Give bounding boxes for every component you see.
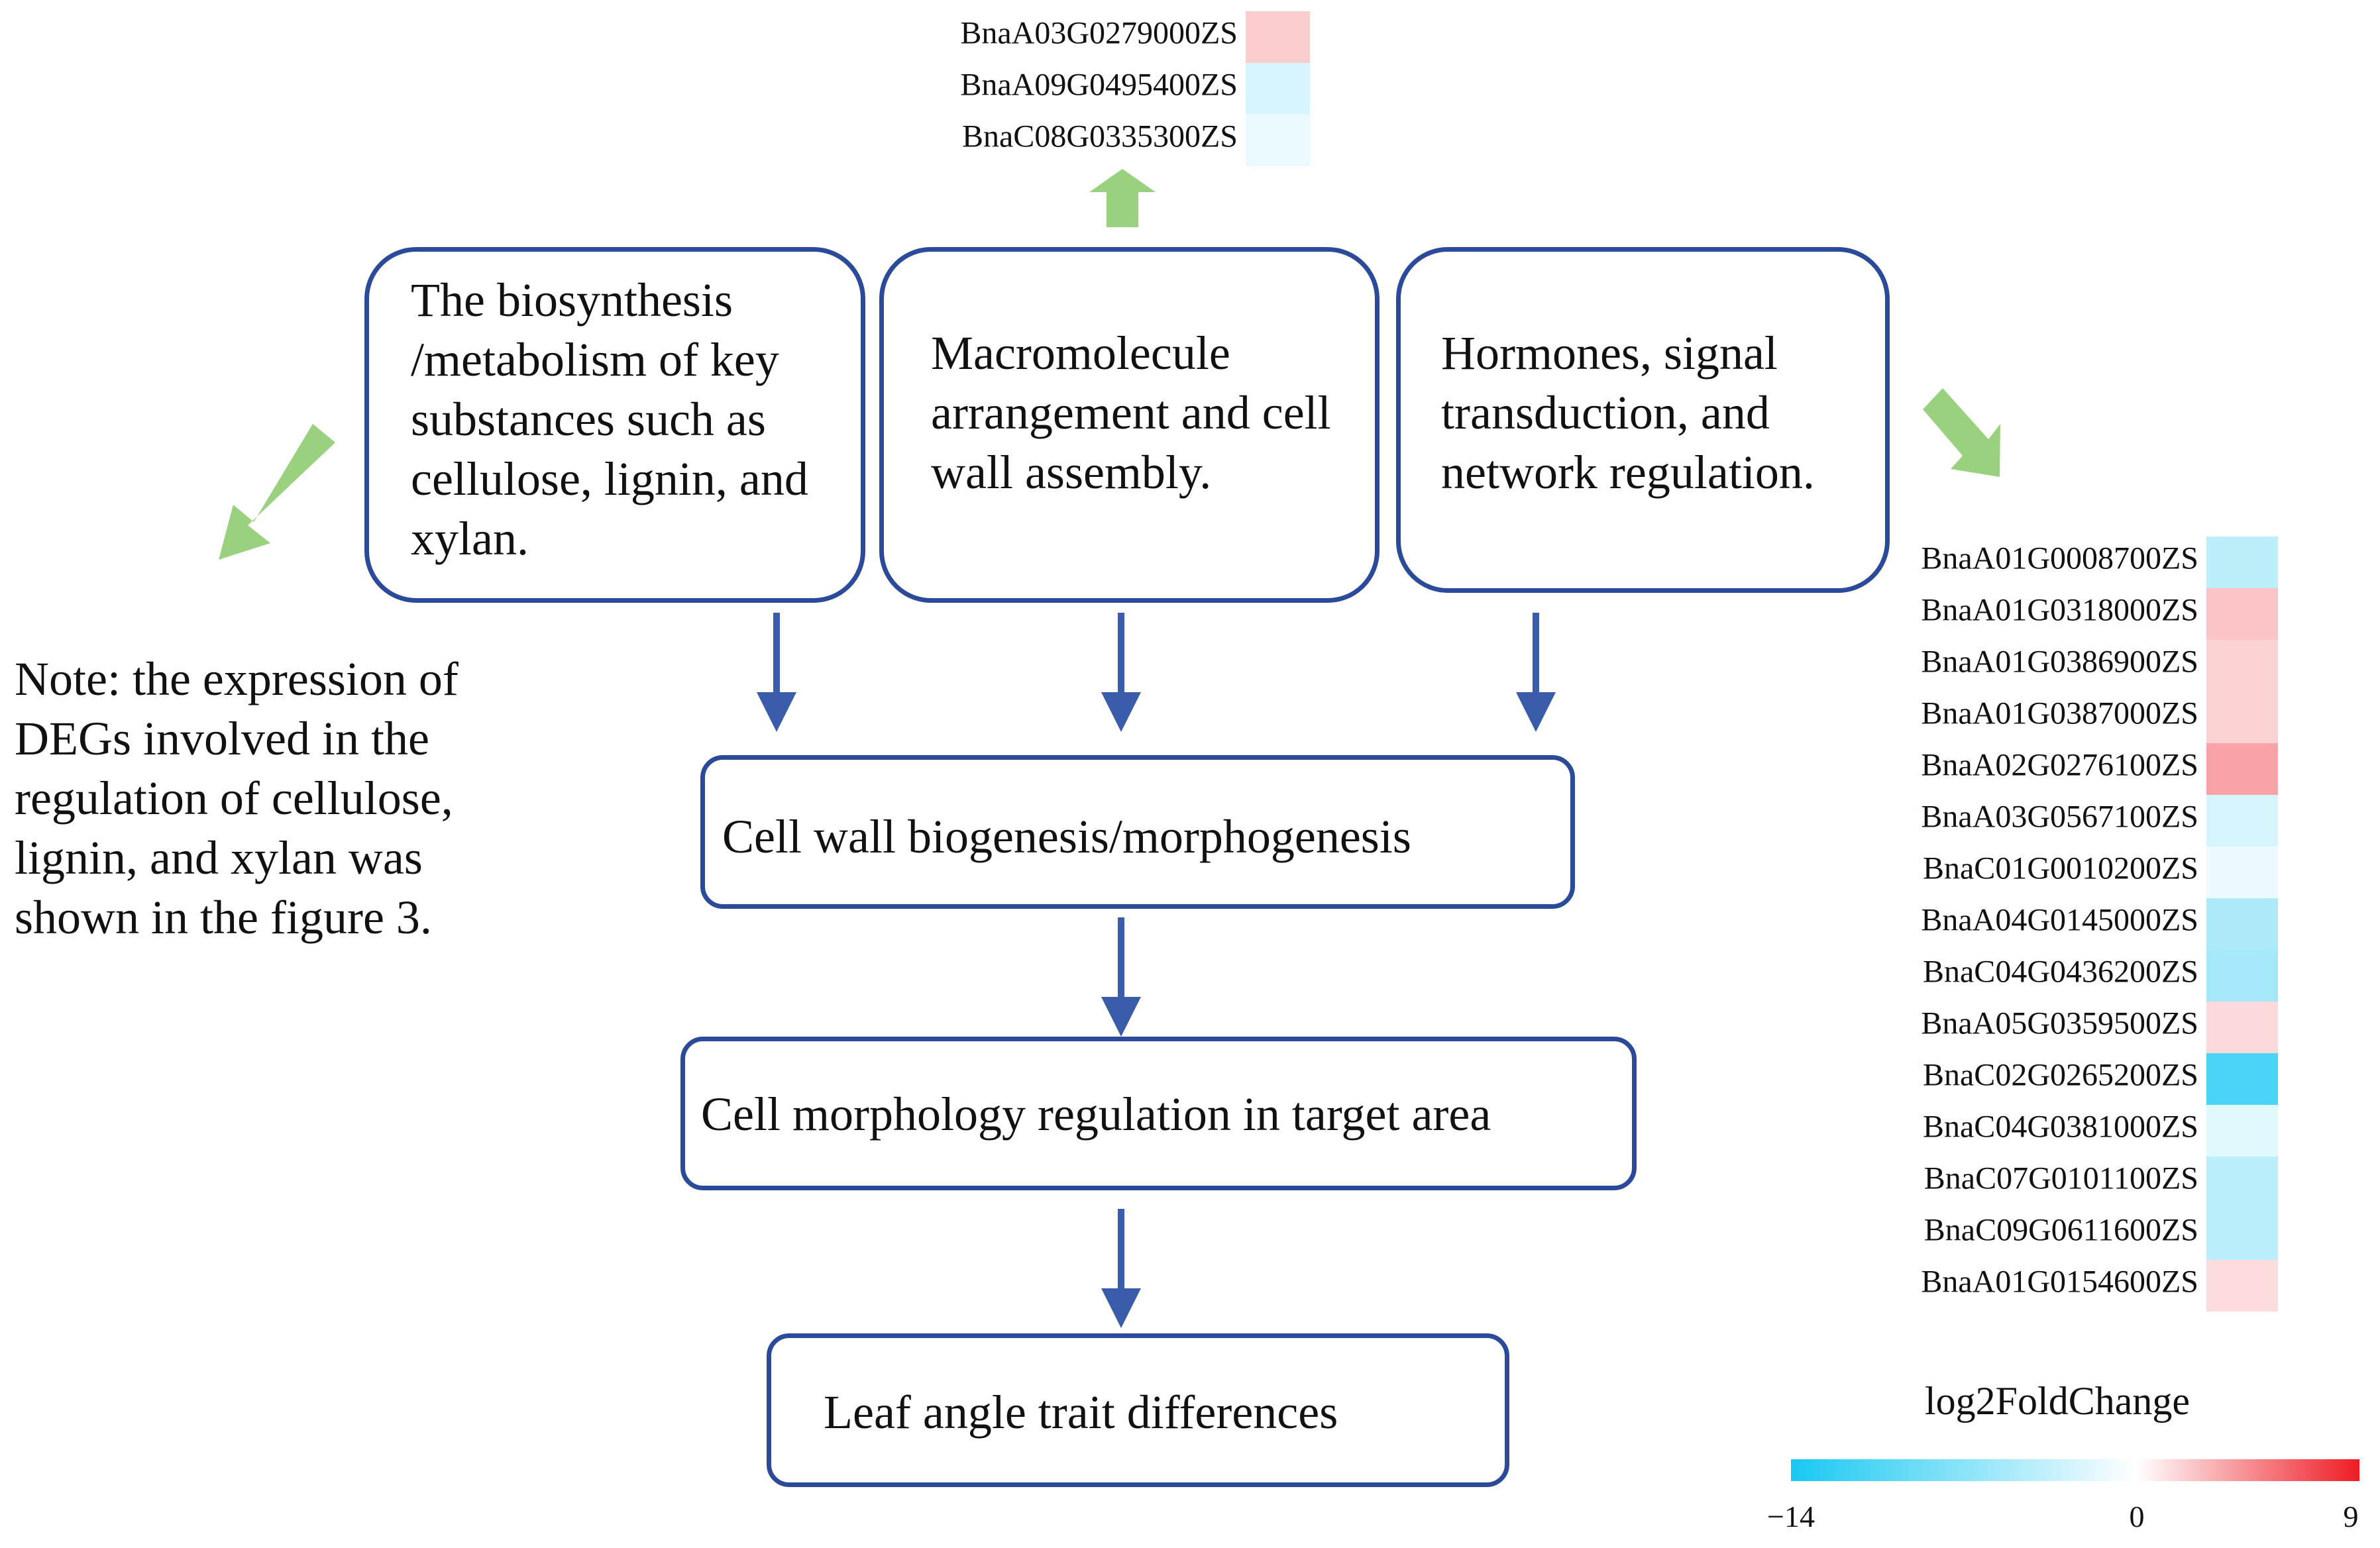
heatmap-cell (2206, 692, 2278, 743)
heatmap-cell (1246, 11, 1310, 63)
heatmap-row-label: BnaC09G0611600ZS (1924, 1212, 2198, 1247)
green-arrow-down-right (1923, 388, 2000, 477)
note-text: Note: the expression of DEGs involved in… (15, 652, 459, 944)
green-arrow-down-left (219, 424, 335, 560)
box-hormones (1396, 247, 1890, 593)
heatmap-cell (2206, 898, 2278, 950)
heatmap-cell (2206, 537, 2278, 588)
box-macromolecule-text: Macromolecule arrangement and cell wall … (931, 327, 1331, 499)
heatmap-row-label: BnaA04G0145000ZS (1921, 902, 2198, 937)
heatmap-cell (2206, 1157, 2278, 1208)
heatmap-cell (1246, 63, 1310, 115)
box-cell-wall-biogenesis (700, 755, 1575, 909)
box-leaf-angle (767, 1333, 1509, 1487)
legend-color-bar (1791, 1459, 2359, 1481)
heatmap-row-label: BnaC08G0335300ZS (962, 119, 1238, 154)
heatmap-row-label: BnaC04G0381000ZS (1923, 1109, 2198, 1144)
heatmap-cell (2206, 640, 2278, 692)
heatmap-cell (2206, 950, 2278, 1002)
heatmap-row-label: BnaC02G0265200ZS (1923, 1057, 2198, 1092)
heatmap-row-label: BnaC01G0010200ZS (1923, 851, 2198, 886)
box-cell-wall-biogenesis-text: Cell wall biogenesis/morphogenesis (722, 810, 1411, 863)
legend-max-label: 9 (2344, 1500, 2359, 1533)
box-cell-morphology (680, 1037, 1637, 1190)
box-biosynthesis (364, 247, 865, 603)
heatmap-right: BnaA01G0008700ZS BnaA01G0318000ZS BnaA01G0… (1921, 537, 2278, 1312)
heatmap-row-label: BnaA01G0387000ZS (1921, 696, 2198, 731)
heatmap-top: BnaA03G0279000ZS BnaA09G0495400ZS BnaC08G0… (960, 11, 1310, 166)
heatmap-row-label: BnaA01G0318000ZS (1921, 592, 2198, 627)
heatmap-cell (2206, 588, 2278, 640)
box-hormones-text: Hormones, signal transduction, and netwo… (1441, 327, 1815, 499)
green-arrow-up (1089, 169, 1156, 227)
heatmap-row-label: BnaA01G0386900ZS (1921, 644, 2198, 679)
heatmap-cell (2206, 1002, 2278, 1053)
heatmap-cell (2206, 743, 2278, 795)
heatmap-row-label: BnaA05G0359500ZS (1921, 1006, 2198, 1041)
box-macromolecule (879, 247, 1379, 603)
box-leaf-angle-text: Leaf angle trait differences (824, 1386, 1338, 1439)
legend-min-label: −14 (1767, 1500, 1815, 1533)
heatmap-row-label: BnaC04G0436200ZS (1923, 954, 2198, 989)
heatmap-cell (2206, 1208, 2278, 1260)
heatmap-cell (2206, 1105, 2278, 1157)
heatmap-cell (2206, 795, 2278, 847)
heatmap-cell (1246, 115, 1310, 166)
heatmap-cell (2206, 1260, 2278, 1312)
heatmap-row-label: BnaA03G0279000ZS (960, 15, 1238, 50)
color-legend: log2FoldChange −14 0 9 (1767, 1379, 2359, 1533)
box-biosynthesis-text: The biosynthesis /metabolism of key subs… (411, 274, 808, 565)
heatmap-row-label: BnaA03G0567100ZS (1921, 799, 2198, 834)
heatmap-row-label: BnaA02G0276100ZS (1921, 747, 2198, 782)
heatmap-row-label: BnaA01G0008700ZS (1921, 541, 2198, 576)
heatmap-cell (2206, 1053, 2278, 1105)
heatmap-row-label: BnaA01G0154600ZS (1921, 1264, 2198, 1299)
heatmap-row-label: BnaA09G0495400ZS (960, 67, 1238, 102)
box-cell-morphology-text: Cell morphology regulation in target are… (701, 1088, 1491, 1141)
heatmap-row-label: BnaC07G0101100ZS (1924, 1161, 2198, 1196)
legend-title: log2FoldChange (1925, 1379, 2190, 1423)
legend-mid-label: 0 (2130, 1500, 2145, 1533)
heatmap-cell (2206, 847, 2278, 898)
